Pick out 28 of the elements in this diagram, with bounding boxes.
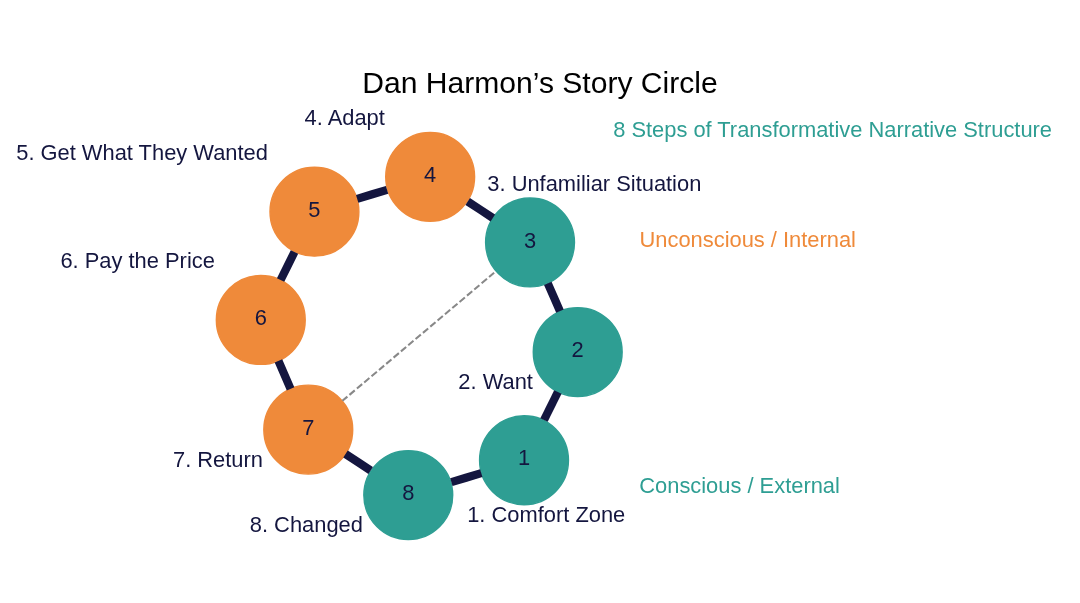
node-circle: 7 [263,384,354,475]
connector [274,359,295,391]
label: Unconscious / Internal [639,226,856,252]
node-label: 3. Unfamiliar Situation [487,170,702,196]
node-label: 7. Return [172,446,263,472]
connector [341,270,497,402]
connector [540,390,562,422]
node-label: 2. Want [458,369,533,395]
node-circle: 2 [532,306,623,398]
connector [465,198,496,222]
node-label: 6. Pay the Price [60,248,215,274]
node-label: 8. Changed [249,512,363,538]
label: Conscious / External [639,472,840,498]
node-circle: 8 [363,449,454,541]
diagram-title: Dan Harmon’s Story Circle [362,66,718,100]
connector [276,250,299,282]
node-circle: 4 [385,131,476,222]
connector [544,281,564,313]
node-label: 4. Adapt [304,105,385,131]
node-circle: 1 [478,415,570,506]
node-circle: 6 [215,274,306,366]
node-circle: 3 [484,197,576,288]
connector [450,469,483,487]
connector [356,185,389,203]
label: 8 Steps of Transformative Narrative Structure [613,117,1053,143]
connector [343,450,373,474]
node-label: 5. Get What They Wanted [16,140,268,166]
node-circle: 5 [269,166,360,257]
